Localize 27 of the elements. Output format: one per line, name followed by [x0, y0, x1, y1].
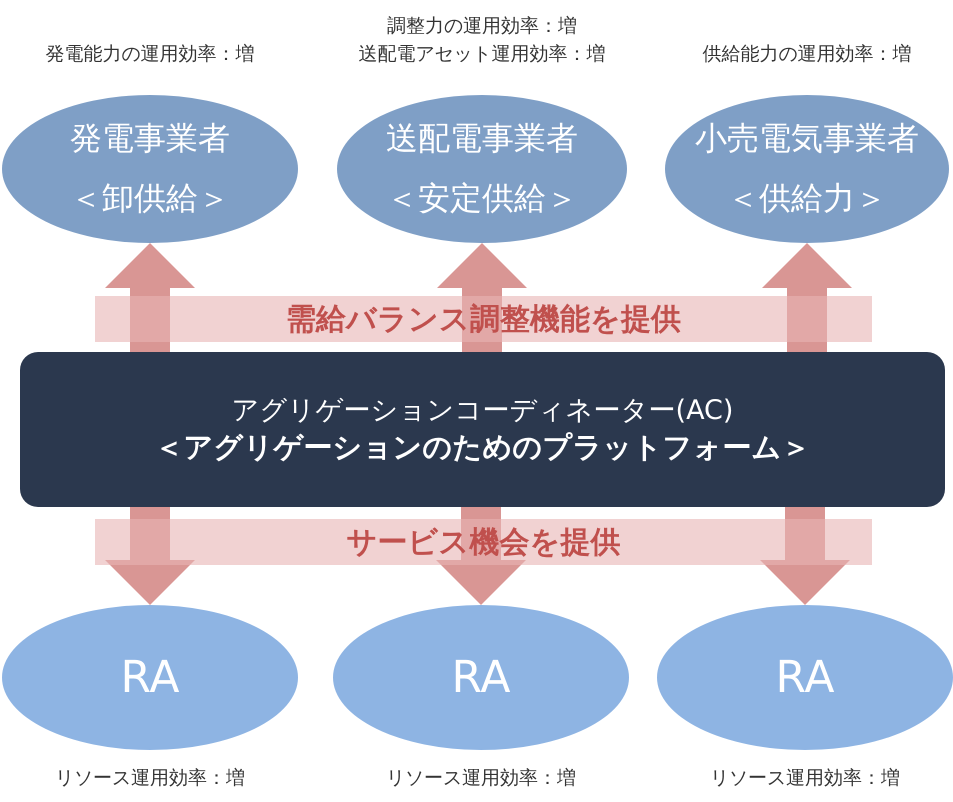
efficiency-note: 送配電アセット運用効率：増 [358, 42, 606, 67]
node-title: アグリゲーションコーディネーター(AC) [232, 394, 734, 428]
band-label: サービス機会を提供 [95, 519, 872, 565]
platform-box [20, 352, 945, 507]
node-title: RA [452, 652, 510, 703]
efficiency-note: リソース運用効率：増 [55, 766, 245, 791]
arrow [437, 243, 527, 352]
efficiency-note: 調整力の運用効率：増 [387, 14, 577, 39]
node-title: RA [120, 652, 180, 703]
arrow [436, 507, 526, 605]
node-subtitle: ＜供給力＞ [727, 178, 887, 219]
arrow [760, 507, 850, 605]
efficiency-note: 発電能力の運用効率：増 [46, 42, 254, 67]
efficiency-note: リソース運用効率：増 [386, 766, 576, 791]
node-subtitle: ＜安定供給＞ [386, 178, 578, 219]
band-label: 需給バランス調整機能を提供 [95, 296, 872, 342]
node-subtitle: ＜アグリゲーションのためのプラットフォーム＞ [154, 428, 810, 466]
node-title: 発電事業者 [70, 118, 230, 159]
arrow [762, 243, 852, 352]
efficiency-note: 供給能力の運用効率：増 [702, 42, 912, 67]
node-title: RA [776, 652, 834, 703]
node-title: 送配電事業者 [386, 118, 578, 159]
efficiency-note: リソース運用効率：増 [710, 766, 900, 791]
node-subtitle: ＜卸供給＞ [70, 178, 230, 219]
node-title: 小売電気事業者 [695, 118, 919, 159]
arrow [105, 243, 195, 352]
arrow [105, 507, 195, 605]
